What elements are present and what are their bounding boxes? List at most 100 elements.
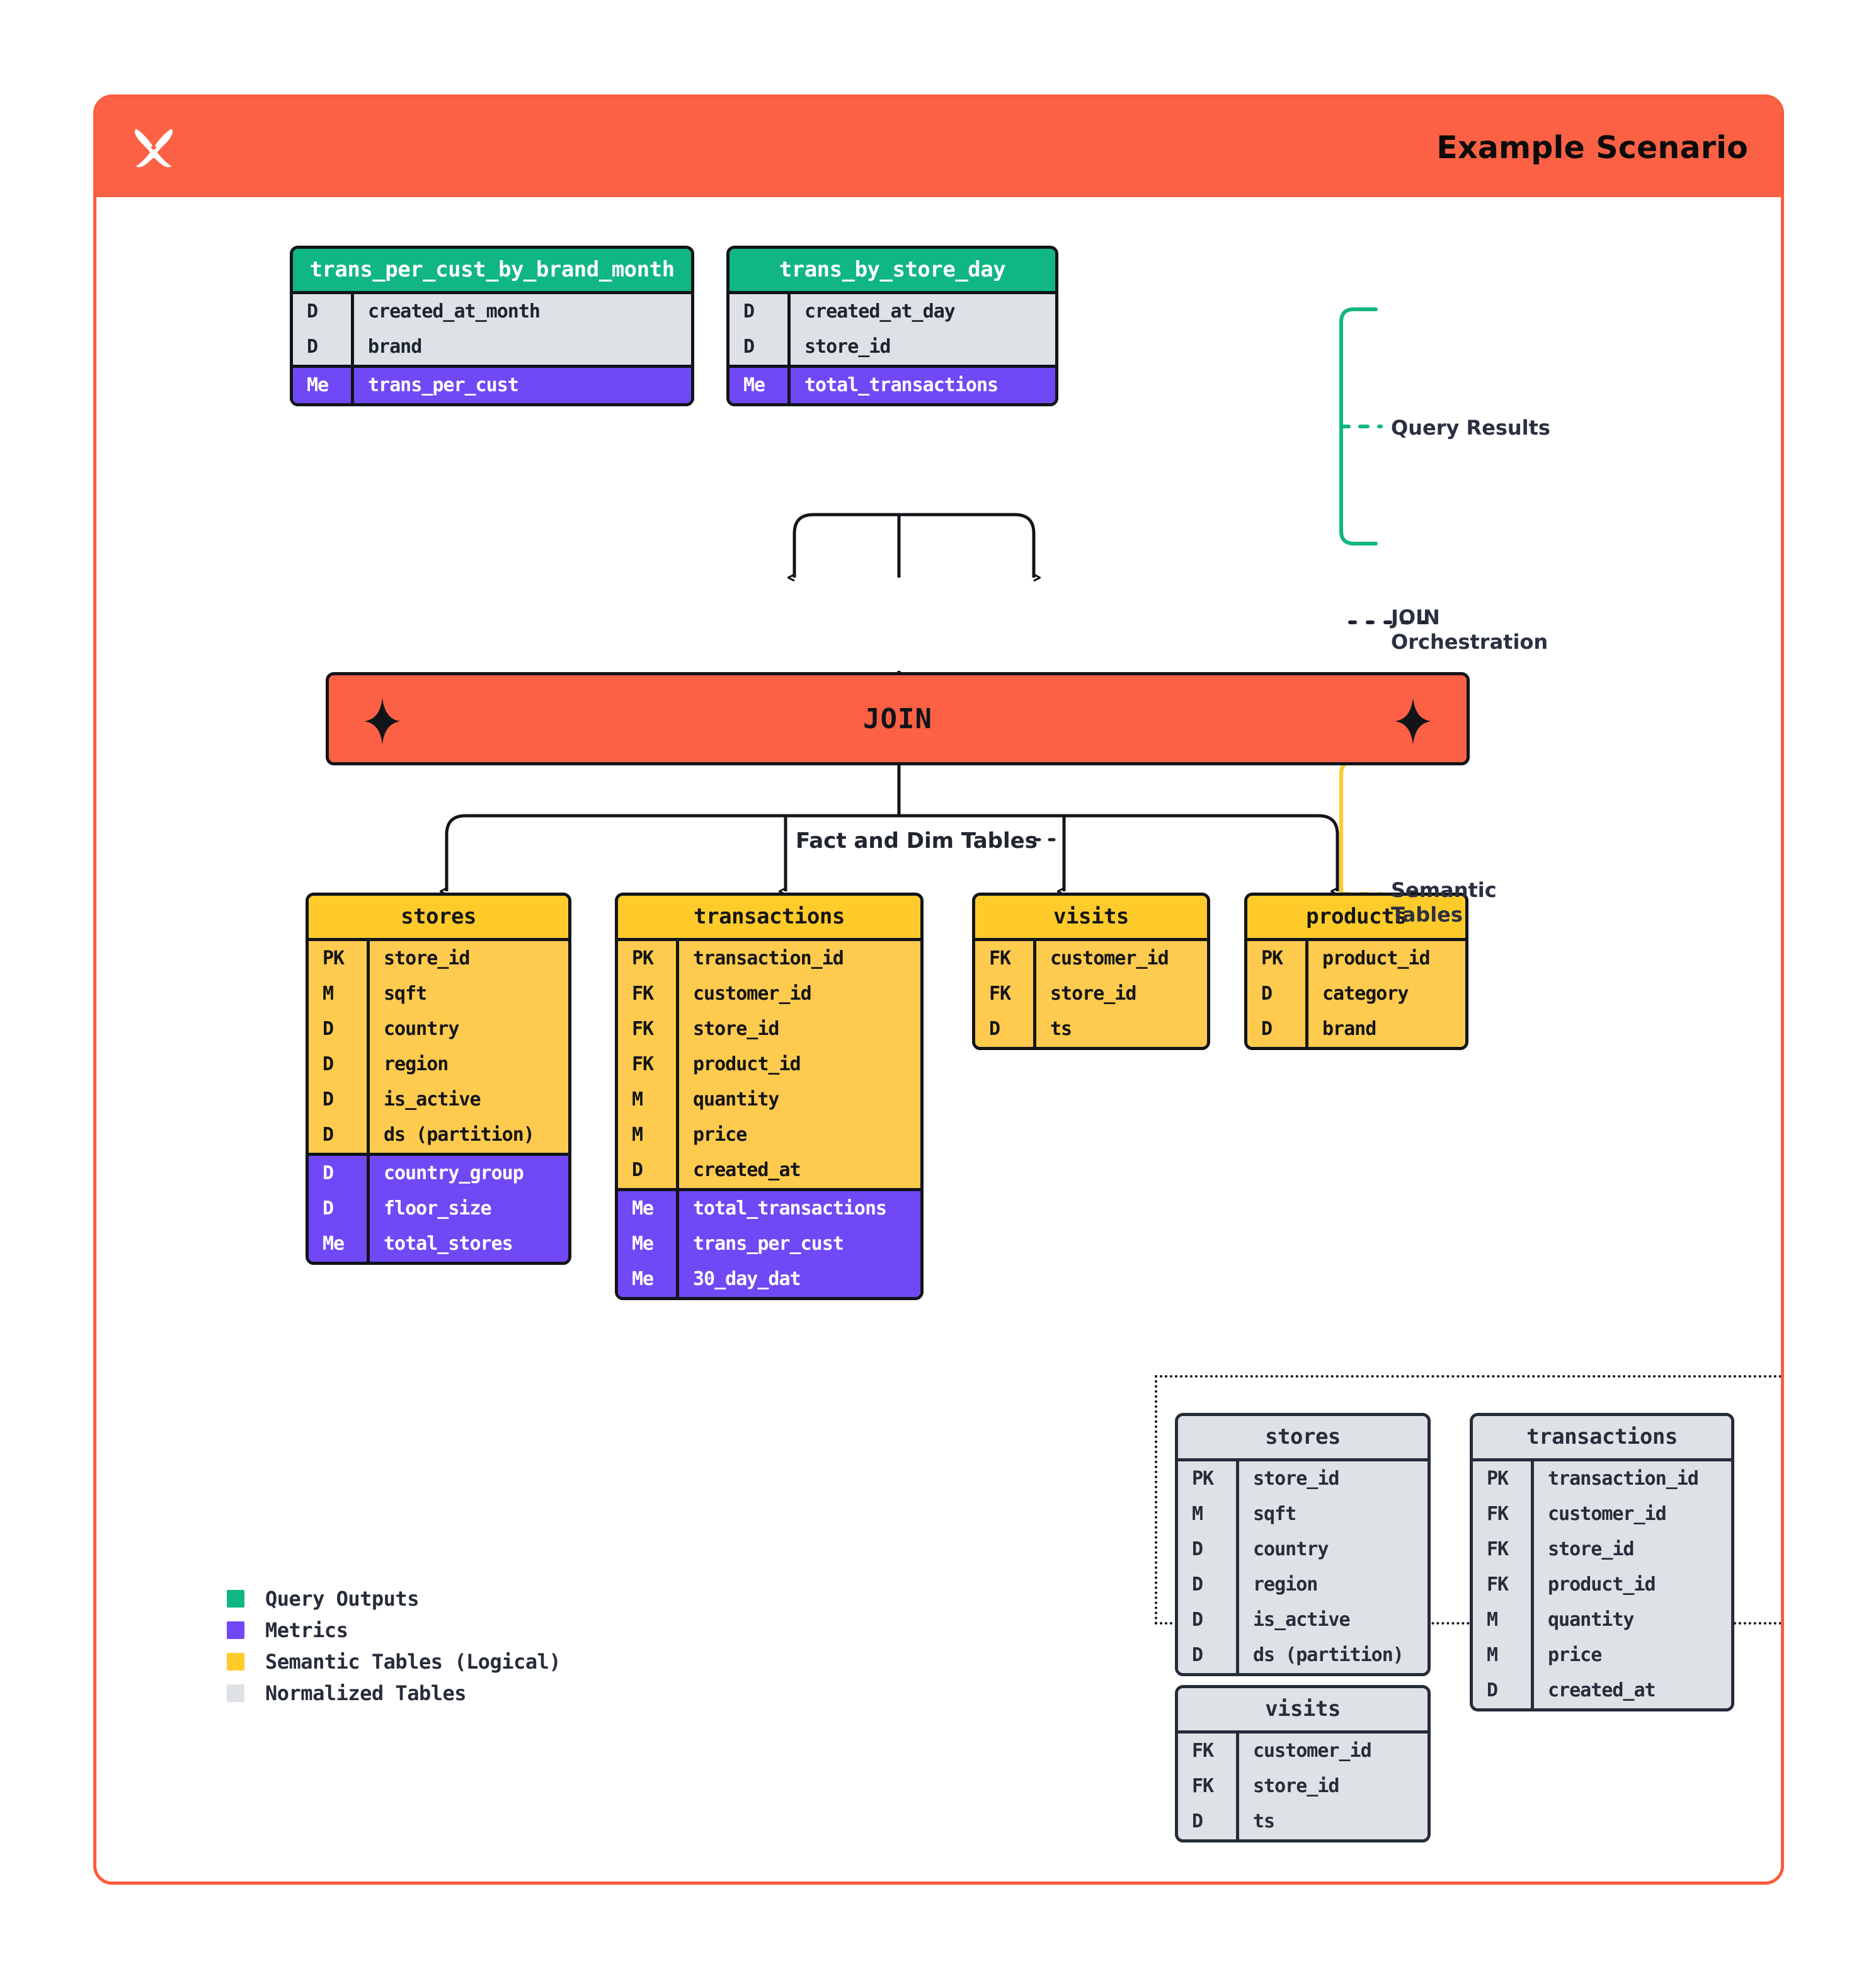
- field-tag: PK: [632, 947, 654, 969]
- field-name: country: [1236, 1532, 1428, 1567]
- join-orchestration-bar[interactable]: JOIN: [326, 672, 1470, 765]
- table-header: transactions: [1473, 1416, 1731, 1461]
- field-tag: Me: [323, 1233, 345, 1255]
- fact-dim-region: [1155, 1375, 1781, 1625]
- field-tag: D: [1487, 1679, 1498, 1701]
- field-tag: FK: [989, 947, 1011, 969]
- field-name: region: [367, 1047, 568, 1082]
- join-label: JOIN: [863, 702, 932, 735]
- table-row[interactable]: D created_at_day: [730, 294, 1055, 329]
- field-name: total_stores: [367, 1226, 568, 1262]
- legend: Query Outputs Metrics Semantic Tables (L…: [227, 1587, 561, 1713]
- table-body: D created_at_month D brand Me trans_per_…: [293, 294, 691, 403]
- table-row[interactable]: Me trans_per_cust: [293, 365, 691, 403]
- field-name: created_at_day: [787, 294, 1055, 329]
- field-name: quantity: [1531, 1602, 1731, 1638]
- annotation-semantic-tables: Semantic Tables: [1391, 878, 1497, 928]
- field-tag: FK: [632, 1018, 654, 1040]
- legend-label: Query Outputs: [265, 1587, 419, 1611]
- field-tag: M: [632, 1124, 643, 1146]
- field-name: customer_id: [676, 976, 920, 1012]
- field-name: ts: [1236, 1804, 1428, 1839]
- field-name: 30_day_dat: [676, 1262, 920, 1297]
- table-row[interactable]: Me total_stores: [309, 1226, 568, 1262]
- field-tag: D: [632, 1159, 643, 1181]
- query-result-table-trans-per-cust-by-brand-month[interactable]: trans_per_cust_by_brand_month D created_…: [290, 246, 694, 406]
- field-tag: FK: [1487, 1574, 1509, 1596]
- query-result-table-trans-by-store-day[interactable]: trans_by_store_day D created_at_day D st…: [726, 246, 1058, 406]
- legend-item-semantic-tables: Semantic Tables (Logical): [227, 1650, 561, 1674]
- legend-swatch: [227, 1621, 244, 1639]
- table-row[interactable]: Me total_transactions: [730, 365, 1055, 403]
- legend-item-query-outputs: Query Outputs: [227, 1587, 561, 1611]
- table-row[interactable]: D brand: [293, 329, 691, 365]
- field-name: ds (partition): [1236, 1638, 1428, 1673]
- legend-item-normalized-tables: Normalized Tables: [227, 1681, 561, 1705]
- table-row[interactable]: D store_id: [730, 329, 1055, 365]
- field-tag: FK: [989, 983, 1011, 1005]
- field-tag: D: [1192, 1574, 1203, 1596]
- field-tag: M: [632, 1088, 643, 1111]
- field-name: store_id: [1236, 1769, 1428, 1804]
- field-name: store_id: [787, 329, 1055, 365]
- field-name: store_id: [1531, 1532, 1731, 1567]
- table-header: trans_by_store_day: [730, 249, 1055, 294]
- field-name: product_id: [1305, 941, 1465, 976]
- legend-swatch: [227, 1684, 244, 1702]
- annotation-query-results: Query Results: [1391, 416, 1550, 440]
- field-tag: D: [1261, 1018, 1273, 1040]
- table-row[interactable]: D created_at_month: [293, 294, 691, 329]
- legend-label: Normalized Tables: [265, 1681, 467, 1705]
